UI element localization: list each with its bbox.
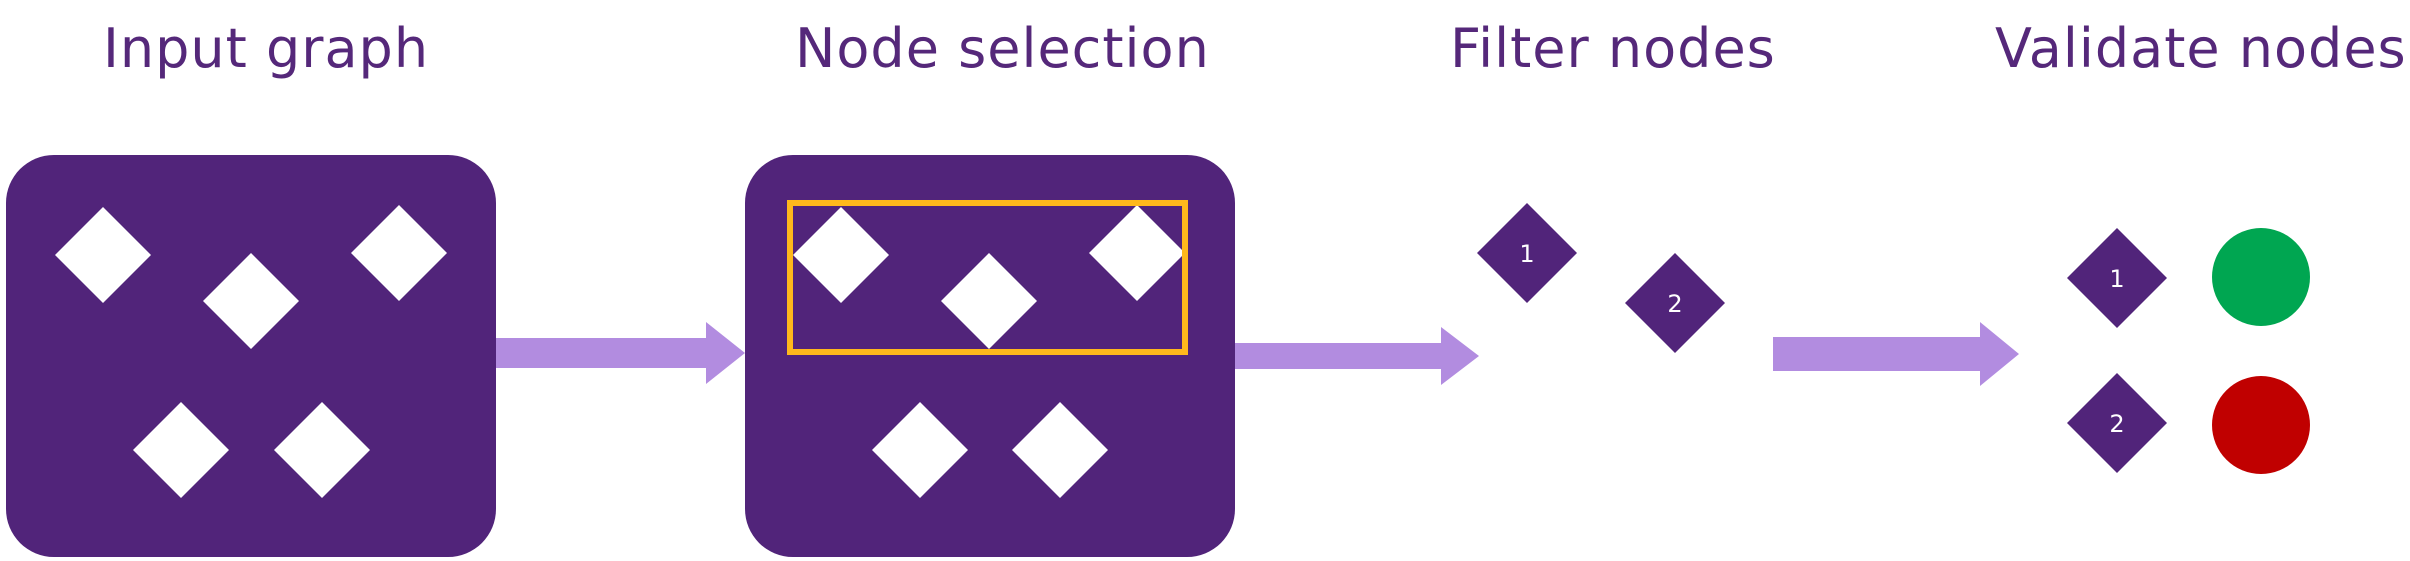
node-selection-panel — [745, 155, 1235, 557]
node-diamond — [1477, 203, 1577, 303]
stage-title-input-graph: Input graph — [103, 17, 430, 80]
panel-background — [745, 155, 1235, 557]
node-number: 1 — [2109, 265, 2124, 293]
arrow-right — [1773, 322, 2019, 386]
node-number: 2 — [1667, 290, 1682, 318]
graph-node — [793, 207, 889, 303]
graph-node — [203, 253, 299, 349]
graph-node — [872, 402, 968, 498]
graph-node — [351, 205, 447, 301]
filtered-node: 2 — [1625, 253, 1725, 353]
stage-title-validate-nodes: Validate nodes — [1995, 17, 2407, 80]
graph-node — [941, 253, 1037, 349]
graph-node — [274, 402, 370, 498]
validated-node-row: 1 — [2067, 228, 2310, 328]
selection-box — [787, 200, 1188, 355]
graph-node — [1012, 402, 1108, 498]
node-number: 1 — [1519, 240, 1534, 268]
stage-title-node-selection: Node selection — [795, 17, 1210, 80]
node-diamond — [1625, 253, 1725, 353]
node-diamond — [2067, 373, 2167, 473]
invalid-status-indicator — [2212, 376, 2310, 474]
validated-nodes: 1 2 — [2067, 228, 2310, 474]
node-diamond — [2067, 228, 2167, 328]
validated-node-row: 2 — [2067, 373, 2310, 474]
graph-node — [133, 402, 229, 498]
valid-status-indicator — [2212, 228, 2310, 326]
filtered-node: 1 — [1477, 203, 1577, 303]
graph-node — [1089, 205, 1185, 301]
node-number: 2 — [2109, 410, 2124, 438]
panel-background — [6, 155, 496, 557]
graph-node — [55, 207, 151, 303]
filtered-nodes: 1 2 — [1477, 203, 1725, 353]
arrow-right — [1235, 327, 1479, 385]
input-graph-panel — [6, 155, 496, 557]
stage-title-filter-nodes: Filter nodes — [1450, 17, 1776, 80]
arrow-right — [496, 322, 745, 384]
